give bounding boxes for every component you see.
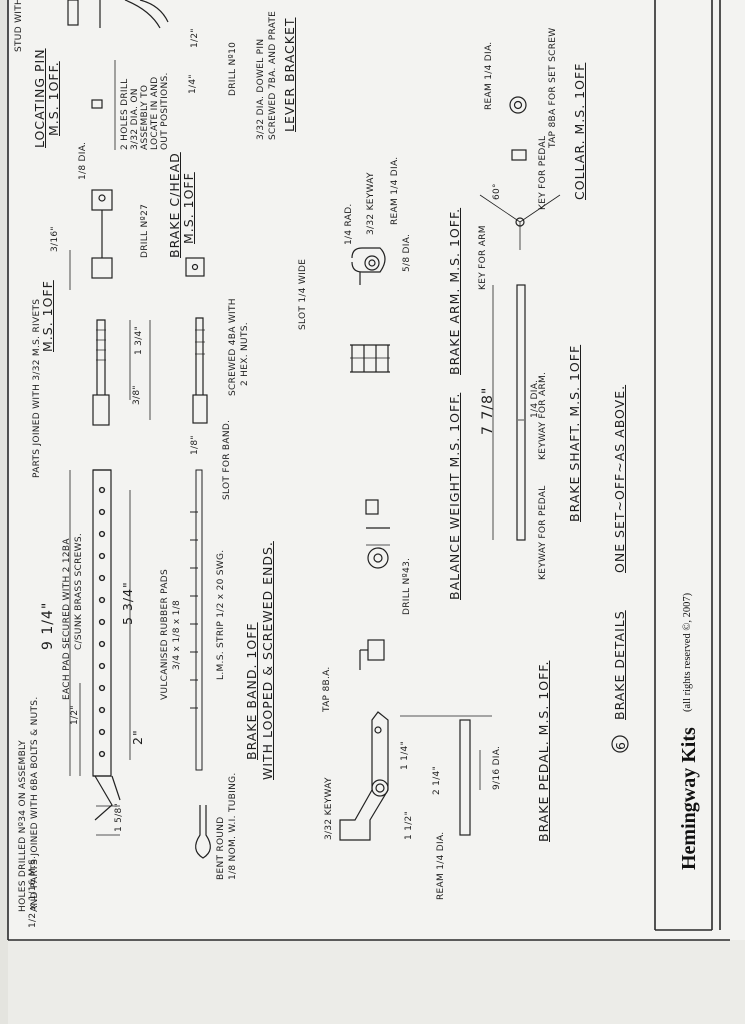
title-brake-band: BRAKE BAND. 1OFF [244,622,259,760]
dim-band-left: 2" [130,729,145,745]
note-tap-8ba: TAP 8B.A. [322,666,332,712]
dim-band-overall: 9 1/4" [40,601,56,650]
dim-pedal-short: 1 1/4" [400,740,410,770]
note-ream-pedal: REAM 1/4 DIA. [436,831,446,900]
sheet-number-circle [611,735,629,753]
note-drill-43: DRILL Nº43. [402,557,412,615]
sheet-title: BRAKE DETAILS [612,610,627,720]
brake-band-drawing [69,469,211,859]
note-two-holes-b: 3/32 DIA. ON [130,88,140,150]
title-brake-chead: BRAKE C/HEAD [167,152,182,258]
note-screwed-7ba: SCREWED 7BA. AND PRATE [268,10,278,140]
dim-strap-short: 3/8" [132,385,142,405]
brake-crosshead-drawing [69,189,205,290]
sheet-number: 6 [613,741,628,750]
note-ms-strip: 1/2 x 1/16 M.S. [28,855,38,928]
rights-notice: (all rights reserved ©, 2007) [682,592,693,712]
note-slot-band: SLOT FOR BAND. [222,419,232,500]
brake-shaft-drawing [492,284,526,541]
sheet-border [7,0,730,941]
note-key-for-pedal: KEY FOR PEDAL [538,135,548,210]
strap-drawing [92,317,208,426]
note-two-holes: 2 HOLES DRILL [120,78,130,150]
note-ream-arm: REAM 1/4 DIA. [390,156,400,225]
locating-pin-drawing [67,0,169,150]
brake-pedal-drawing [339,639,492,841]
note-dowel-pin: 3/32 DIA. DOWEL PIN [256,38,266,140]
note-tap-set-screw: TAP 8BA FOR SET SCREW [548,27,558,148]
title-brake-band-sub: WITH LOOPED & SCREWED ENDS. [260,541,275,780]
note-two-holes-d: LOCATE IN AND [150,76,160,150]
dim-strap-len: 1 3/4" [134,325,144,355]
title-lever-brackets: LEVER BRACKET [282,17,297,132]
dim-band-end: 1 5/8" [114,802,124,832]
title-collar: COLLAR. M.S. 1OFF [572,62,587,200]
dim-shaft-dia: 1/4 DIA. [530,379,540,418]
note-key-for-arm: KEY FOR ARM [478,225,488,290]
dim-shaft-len: 7 7/8" [480,386,496,435]
dim-pedal-len: 2 1/4" [432,765,442,795]
title-balance-weight: BALANCE WEIGHT M.S. 1OFF. [447,392,462,600]
dim-band-centre: 5 3/4" [120,581,135,625]
dim-pedal-h: 1 1/2" [404,810,414,840]
note-bent-round: BENT ROUND [216,816,226,880]
note-ream-collar: REAM 1/4 DIA. [484,41,494,110]
note-hex-nuts: 2 HEX. NUTS. [240,322,250,386]
note-parts-joined-rivets: PARTS JOINED WITH 3/32 M.S. RIVETS [32,298,42,478]
note-drill-27: DRILL Nº27 [140,203,150,258]
note-drill-10: DRILL Nº10 [228,41,238,96]
note-each-pad: EACH PAD SECURED WITH 2 12BA [62,538,72,700]
collar-drawing [479,96,561,250]
dim-strap-end: 1/8" [190,435,200,455]
dim-angle: 60° [492,183,502,200]
note-holes-drilled: HOLES DRILLED Nº34 ON ASSEMBLY [18,740,28,912]
dim-pin-a: 1/2" [190,28,200,48]
note-keyway-pedal: KEYWAY FOR PEDAL [538,485,548,580]
title-brake-arm: BRAKE ARM. M.S. 1OFF. [447,207,462,375]
note-strip: L.M.S. STRIP 1/2 x 20 SWG. [216,549,226,680]
dim-weight-dia: 5/8 DIA. [402,233,412,272]
dim-pedal-dia: 9/16 DIA. [492,745,502,790]
title-brake-chead-sub: M.S. 1OFF [181,172,196,244]
note-rad: 1/4 RAD. [344,203,354,245]
dim-band-pitch: 1/2" [70,705,80,725]
title-brake-pedal: BRAKE PEDAL. M.S. 1OFF. [536,660,551,842]
dim-chead-a: 3/16" [50,226,60,252]
sheet-title-suffix: ONE SET~OFF~AS ABOVE. [612,384,627,573]
brake-arm-drawing [350,247,390,373]
note-screwed-4ba: SCREWED 4BA WITH [228,298,238,396]
note-keyway: 3/32 KEYWAY [324,777,334,840]
note-stud-with: STUD WITH [14,0,24,52]
brand-name: Hemingway Kits [678,727,700,870]
title-brake-shaft: BRAKE SHAFT. M.S. 1OFF [567,344,582,522]
title-ms-1off: M.S. 1OFF [40,280,55,352]
note-vulcanised: VULCANISED RUBBER PADS [160,568,170,700]
dim-chead-b: 1/8 DIA. [78,141,88,180]
note-two-holes-e: OUT POSITIONS. [160,72,170,150]
title-locating-pin: LOCATING PIN [32,48,47,148]
note-keyway-arm: 3/32 KEYWAY [366,172,376,235]
dim-pin-b: 1/4" [188,74,198,94]
note-nom-tubing: 1/8 NOM. W.I. TUBING. [228,772,238,880]
note-slot-wide: SLOT 1/4 WIDE [298,258,308,330]
note-csunk-screws: C/SUNK BRASS SCREWS. [74,532,84,650]
note-pad-size: 3/4 x 1/8 x 1/8 [172,599,182,670]
title-locating-pin-sub: M.S. 1OFF. [46,61,61,136]
balance-weight-drawing [365,499,390,569]
note-two-holes-c: ASSEMBLY TO [140,84,150,150]
